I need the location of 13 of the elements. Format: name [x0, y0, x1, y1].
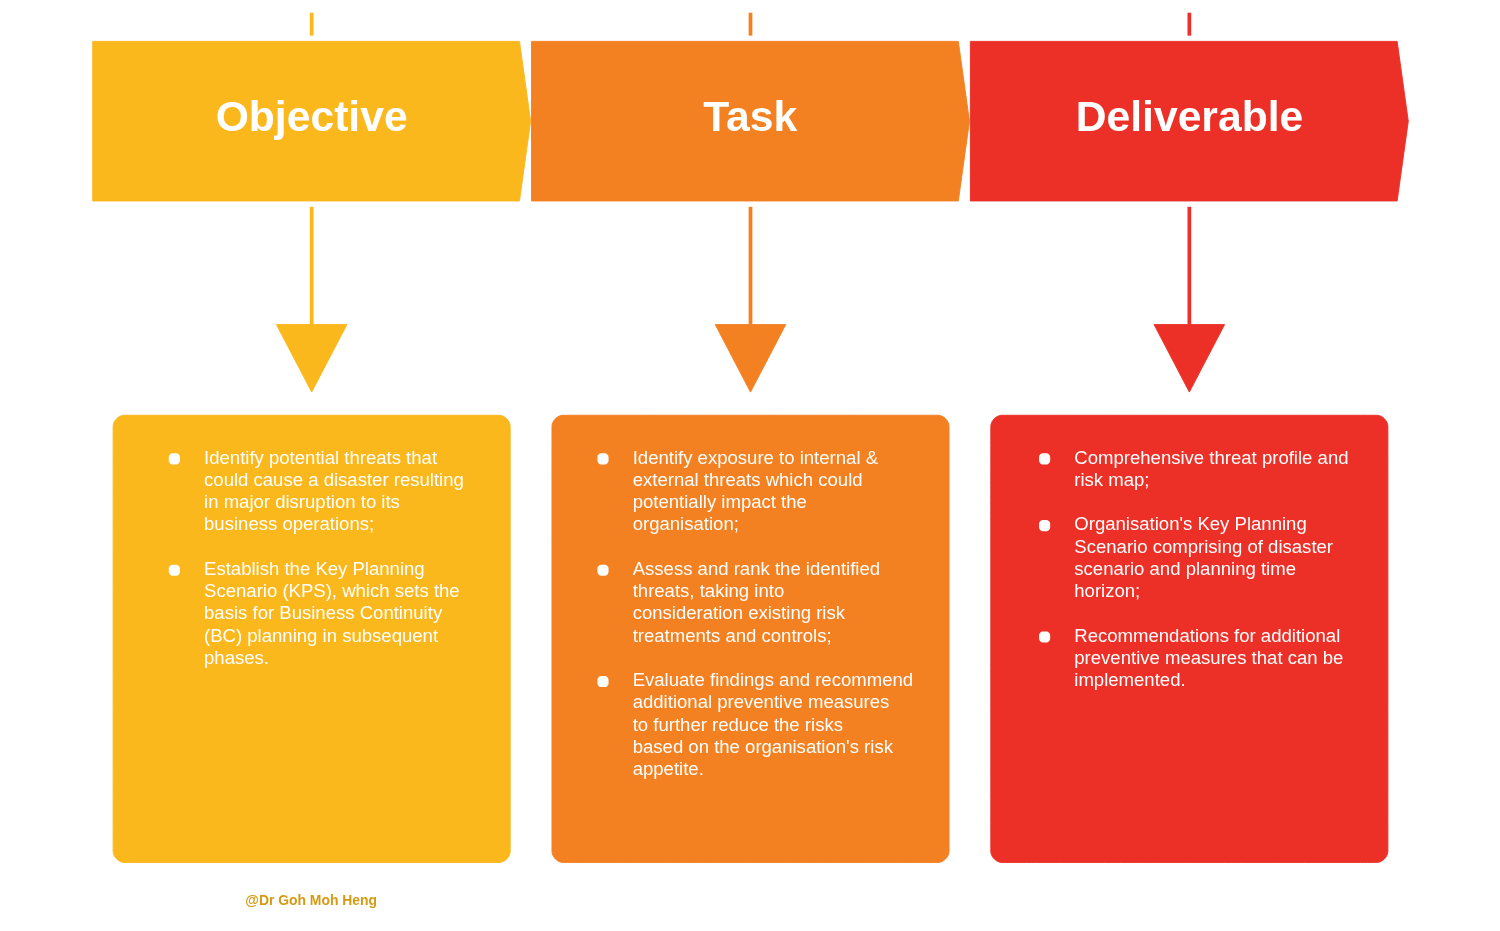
node-box: Identify potential threats that could cause a disaster resulting in major disruption to its business operations; Establish the Key Planning Scenario (KPS), which sets the basis for Business Continuity (BC) planning in subsequent phases. — [112, 414, 511, 863]
connector — [309, 12, 313, 36]
node-box: Comprehensive threat profile and risk map; Organisation's Key Planning Scenario comprising of disaster scenario and planning time horizon; Recommendations for additional preventive measures that can be implemented. — [989, 414, 1388, 863]
node-pin — [714, 324, 786, 393]
connector — [748, 12, 752, 36]
node-pin — [1153, 324, 1225, 393]
connector — [1187, 12, 1191, 36]
connector — [1187, 206, 1191, 325]
connector — [309, 206, 313, 325]
connector — [748, 206, 752, 325]
node-box: Identify exposure to internal & external threats which could potentially impact the organisation; Assess and rank the identified threats, taking into consideration existing risk treatments and controls; Evaluate findings and recommend additional preventive measures to further reduce the risks based on the organisation's risk appetite. — [551, 414, 949, 863]
node-pin — [275, 324, 347, 393]
label: @Dr Goh Moh Heng — [244, 891, 377, 908]
